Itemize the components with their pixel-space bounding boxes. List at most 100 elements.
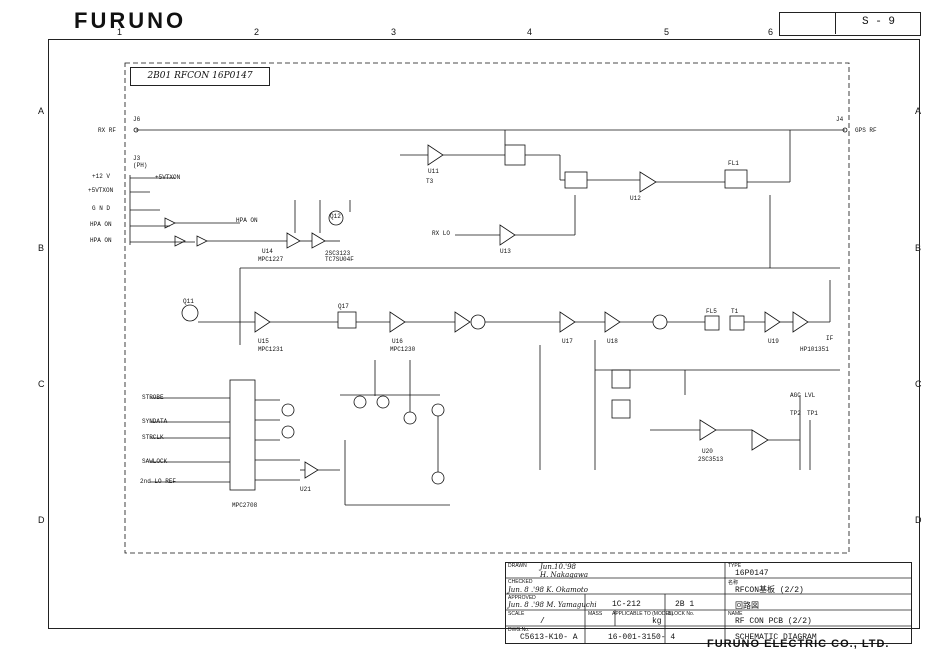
part-label: Q11 (183, 298, 194, 305)
title-block (505, 562, 912, 644)
type-value: 16P0147 (735, 569, 769, 578)
drawn-name: H. Nakagawa (540, 571, 589, 579)
hpa-on-label-1: HPA ON (90, 221, 112, 228)
drawing-frame (48, 39, 920, 629)
j6-connector-icon (133, 127, 139, 133)
scale-label: SCALE (508, 611, 525, 617)
part-label: Q17 (338, 303, 349, 310)
rx-lo-label: RX LO (432, 230, 451, 237)
j3-connector (129, 175, 195, 245)
part-label: 2SC3123 (325, 250, 351, 257)
tp1-label: TP1 (807, 410, 818, 417)
part-no: 16-001-3150- 4 (608, 633, 676, 642)
control-interface (150, 379, 300, 491)
board-outline (124, 62, 850, 554)
part-label: TC7SU04F (325, 256, 354, 263)
block-no: 2B 1 (675, 600, 695, 609)
strclk-label: STRCLK (142, 434, 164, 441)
part-label: T1 (731, 308, 739, 315)
part-label: U16 (392, 338, 403, 345)
j6-label: J6 (133, 116, 141, 123)
part-label: U13 (500, 248, 511, 255)
dwg-no-label: DWG.No. (508, 627, 530, 633)
part-label: 2SC3513 (698, 456, 724, 463)
furuno-logo: FURUNO (74, 8, 187, 33)
hpa-on-label-2: HPA ON (90, 237, 112, 244)
grid-row-a-left: A (38, 106, 45, 116)
grid-row-d-right: D (915, 515, 922, 525)
checked-signature: Jun. 8 .'98 K. Okamoto (508, 586, 588, 594)
if-chain (181, 280, 831, 333)
grid-row-c-right: C (915, 379, 922, 389)
drawing-jp: 回路図 (735, 602, 759, 611)
upper-rf-chain (400, 130, 791, 193)
grid-row-b-left: B (38, 243, 45, 253)
approved-label: APPROVED (508, 595, 536, 601)
j4-label: J4 (836, 116, 844, 123)
name-jp: RFCON基板 (2/2) (735, 586, 804, 595)
model-no: 1C-212 (612, 600, 641, 609)
part-label: HP101351 (800, 346, 829, 353)
type-label: TYPE (728, 563, 742, 569)
rx-rf-label: RX RF (98, 127, 117, 134)
part-label: MPC1227 (258, 256, 284, 263)
part-label: U17 (562, 338, 573, 345)
grid-row-b-right: B (915, 243, 922, 253)
part-label: U12 (630, 195, 641, 202)
checked-label: CHECKED (508, 579, 533, 585)
gps-rf-label: GPS RF (855, 127, 877, 134)
grid-col-2: 2 (254, 27, 260, 37)
svtxon-net-label: +5VTXON (155, 174, 181, 181)
svtxon-label: +5VTXON (88, 187, 114, 194)
part-label: U21 (300, 486, 311, 493)
scale-value: / (540, 617, 545, 626)
part-label: U14 (262, 248, 273, 255)
if-label: IF (826, 335, 834, 342)
part-label: U20 (702, 448, 713, 455)
j4-connector-icon (842, 127, 848, 133)
board-label: 2B01 RFCON 16P0147 (130, 67, 270, 86)
grid-row-a-right: A (915, 106, 922, 116)
part-label: FL1 (728, 160, 739, 167)
grid-row-d-left: D (38, 515, 45, 525)
grid-col-1: 1 (117, 27, 123, 37)
part-label: MPC2708 (232, 502, 258, 509)
approved-signature: Jun. 8 .'98 M. Yamaguchi (508, 601, 597, 609)
hpa-switch-group (240, 200, 351, 249)
hpa-on-net-label: HPA ON (236, 217, 258, 224)
maker-name: FURUNO ELECTRIC CO., LTD. (707, 638, 890, 650)
part-label: U18 (607, 338, 618, 345)
agc-lvl-label: AGC LVL (790, 392, 816, 399)
agc-section (539, 340, 840, 470)
part-label: U11 (428, 168, 439, 175)
grid-col-4: 4 (527, 27, 533, 37)
mass-label: MASS (588, 611, 603, 617)
drawn-label: DRAWN (508, 563, 527, 569)
grid-col-3: 3 (391, 27, 397, 37)
name-en: RF CON PCB (2/2) (735, 617, 812, 626)
name-label: NAME (728, 611, 743, 617)
drawing-en: SCHEMATIC DIAGRAM (735, 633, 817, 642)
part-label: U19 (768, 338, 779, 345)
part-label: MPC1230 (390, 346, 416, 353)
synthesizer-group (281, 360, 450, 506)
part-label: U15 (258, 338, 269, 345)
mass-unit: kg (652, 617, 662, 626)
part-label: T3 (426, 178, 434, 185)
grid-col-5: 5 (664, 27, 670, 37)
lo-ref-label: 2nd LO REF (140, 478, 177, 485)
gnd-label: G N D (92, 205, 111, 212)
syndata-label: SYNDATA (142, 418, 168, 425)
rx-lo-chain (455, 195, 576, 246)
applicable-label: APPLICABLE TO (MODEL) (612, 611, 674, 617)
j3-sub-label: (PH) (133, 162, 148, 169)
page-number: S - 9 (862, 16, 896, 28)
strobe-label: STROBE (142, 394, 164, 401)
drawn-signature: Jun.10.'98 (540, 563, 577, 571)
dwg-no: C5613-K10- A (520, 633, 578, 642)
part-label: MPC1231 (258, 346, 284, 353)
plus-12v-label: +12 V (92, 173, 111, 180)
grid-row-c-left: C (38, 379, 45, 389)
title-block-grid (505, 562, 912, 644)
